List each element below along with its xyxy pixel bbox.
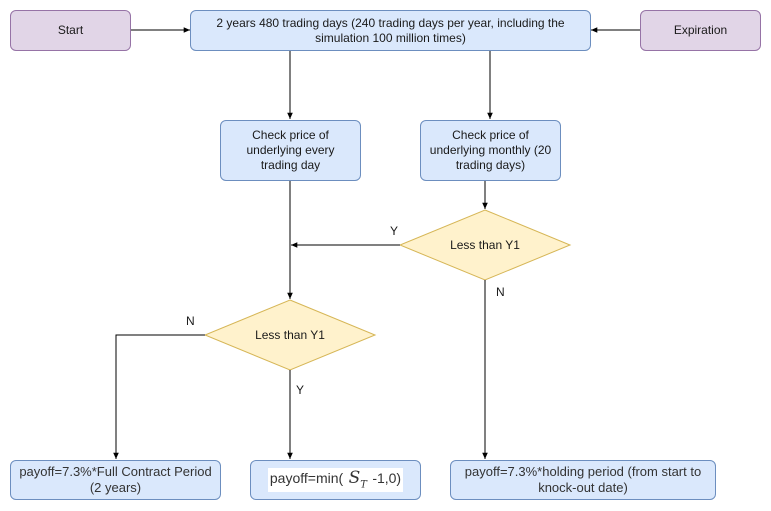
check-monthly-node: Check price of underlying monthly (20 tr… <box>420 120 561 181</box>
start-node-label: Start <box>57 23 84 37</box>
check-daily-node: Check price of underlying every trading … <box>220 120 361 181</box>
payoff-holding-node: payoff=7.3%*holding period (from start t… <box>450 460 716 500</box>
payoff-min-subscript: T <box>360 479 367 491</box>
payoff-min-suffix: -1,0) <box>372 470 402 487</box>
edge-label-right-no: N <box>496 285 505 299</box>
expiration-node: Expiration <box>640 10 761 51</box>
edge-label-left-no: N <box>186 314 195 328</box>
edge-left-diamond-no <box>113 334 205 459</box>
payoff-full-node: payoff=7.3%*Full Contract Period (2 year… <box>10 460 221 500</box>
simulation-node-label: 2 years 480 trading days (240 trading da… <box>216 15 565 45</box>
payoff-min-math: ST <box>343 468 372 491</box>
edge-label-right-yes: Y <box>390 224 399 238</box>
payoff-min-node: payoff=min( ST -1,0) <box>250 460 421 500</box>
decision-left-label-box: Less than Y1 <box>235 325 345 345</box>
simulation-node: 2 years 480 trading days (240 trading da… <box>190 10 591 51</box>
payoff-holding-label: payoff=7.3%*holding period (from start t… <box>464 463 702 495</box>
payoff-min-label: payoff=min( ST -1,0) <box>267 468 404 492</box>
payoff-min-prefix: payoff=min( <box>269 470 344 487</box>
decision-right-label: Less than Y1 <box>450 237 520 252</box>
decision-right-label-box: Less than Y1 <box>430 235 540 255</box>
check-daily-node-label: Check price of underlying every trading … <box>246 128 335 172</box>
payoff-min-symbol: S <box>348 468 361 489</box>
check-monthly-node-label: Check price of underlying monthly (20 tr… <box>429 128 552 172</box>
start-node: Start <box>10 10 131 51</box>
payoff-full-label: payoff=7.3%*Full Contract Period (2 year… <box>19 463 212 495</box>
edge-label-left-yes: Y <box>296 383 305 397</box>
decision-left-label: Less than Y1 <box>255 327 325 342</box>
expiration-node-label: Expiration <box>673 23 728 37</box>
